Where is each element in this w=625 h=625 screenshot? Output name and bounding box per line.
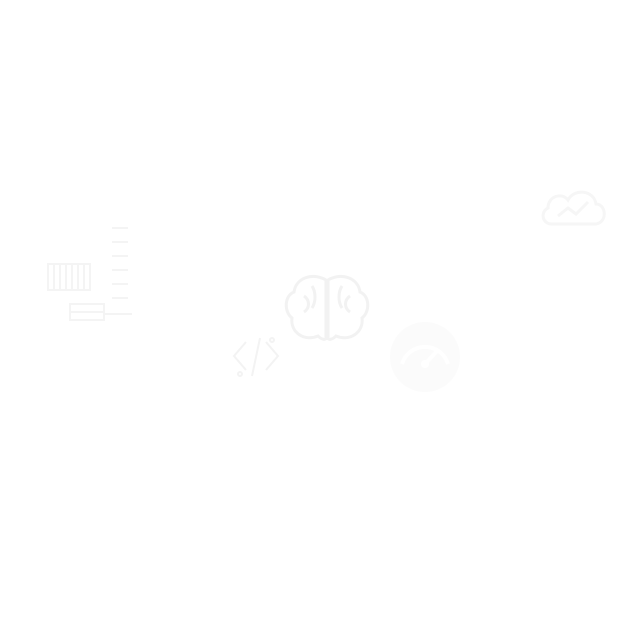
gauge-icon (386, 320, 464, 394)
brain-icon (282, 272, 372, 344)
server-rack-icon (42, 222, 138, 328)
code-tags-icon (228, 334, 284, 380)
cloud-icon (538, 184, 610, 230)
